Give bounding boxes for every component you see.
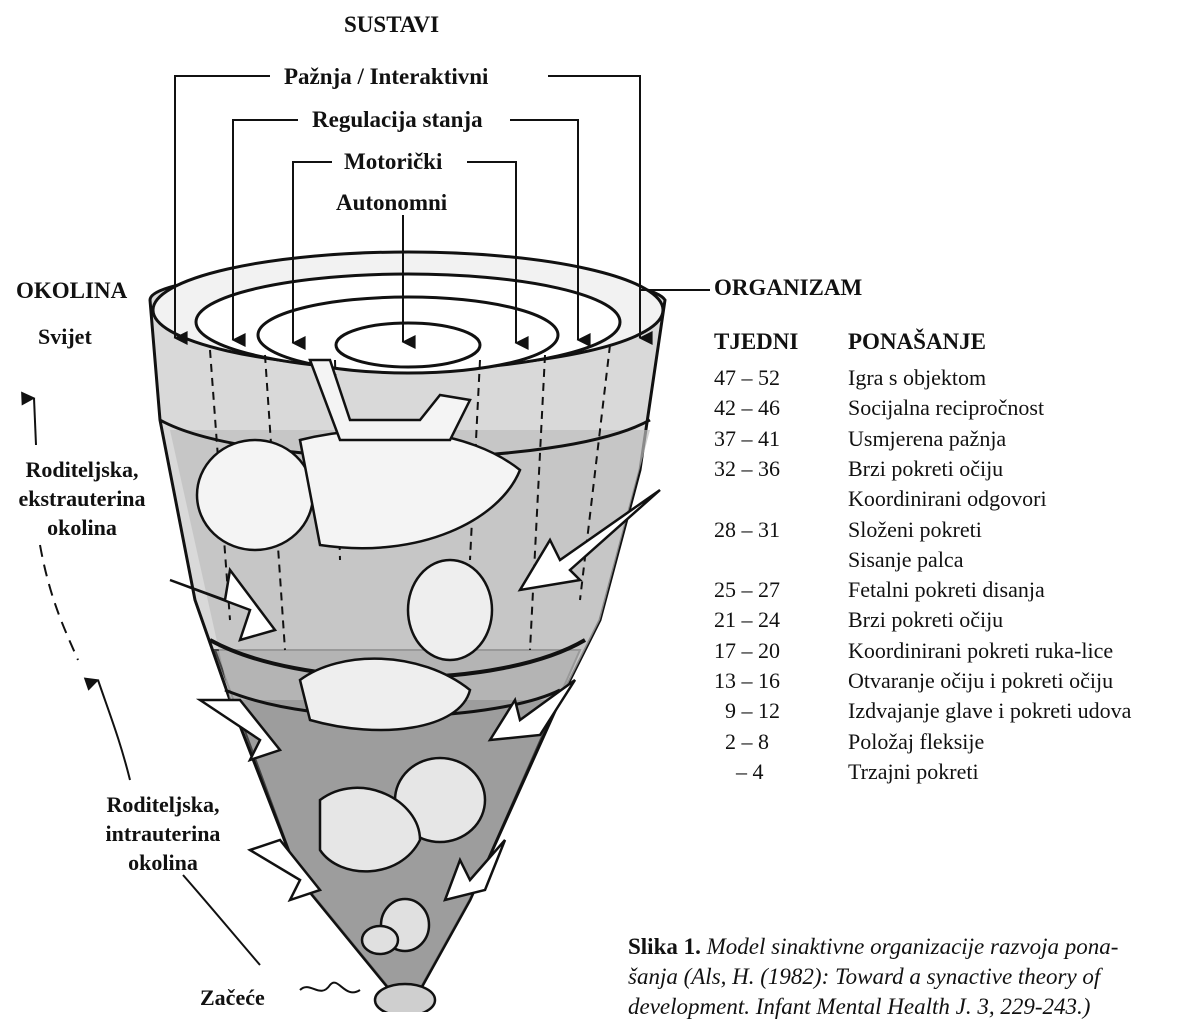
system-label-state-regulation: Regulacija stanja bbox=[312, 107, 483, 133]
behavior-cell: Usmjerena pažnja bbox=[848, 424, 1006, 454]
behavior-cell: Trzajni pokreti bbox=[848, 757, 979, 787]
intrauterine-line-2: intrauterina bbox=[94, 819, 232, 848]
extrauterine-line-2: ekstrauterina bbox=[8, 484, 156, 513]
table-row: Koordinirani odgovori bbox=[714, 484, 1047, 514]
conception-cell bbox=[375, 984, 435, 1012]
weeks-cell: 17 – 20 bbox=[714, 636, 848, 666]
system-label-attention: Pažnja / Interaktivni bbox=[284, 64, 488, 90]
intrauterine-label: Roditeljska, intrauterina okolina bbox=[94, 790, 232, 877]
intrauterine-line-1: Roditeljska, bbox=[94, 790, 232, 819]
behavior-cell: Fetalni pokreti disanja bbox=[848, 575, 1045, 605]
weeks-cell: 32 – 36 bbox=[714, 454, 848, 484]
behavior-cell: Koordinirani odgovori bbox=[848, 484, 1047, 514]
weeks-cell: 28 – 31 bbox=[714, 515, 848, 545]
behavior-cell: Položaj fleksije bbox=[848, 727, 984, 757]
weeks-cell: 47 – 52 bbox=[714, 363, 848, 393]
weeks-cell: 9 – 12 bbox=[714, 696, 848, 726]
weeks-cell: 37 – 41 bbox=[714, 424, 848, 454]
table-row: Sisanje palca bbox=[714, 545, 963, 575]
behavior-cell: Sisanje palca bbox=[848, 545, 963, 575]
weeks-column-header: TJEDNI bbox=[714, 329, 798, 355]
extrauterine-line-1: Roditeljska, bbox=[8, 455, 156, 484]
caption-text: Model sinaktivne organizacije razvoja po… bbox=[628, 934, 1118, 1019]
weeks-cell: 2 – 8 bbox=[714, 727, 848, 757]
behavior-cell: Izdvajanje glave i pokreti udova bbox=[848, 696, 1131, 726]
diagram-title: SUSTAVI bbox=[344, 12, 439, 38]
world-label: Svijet bbox=[38, 324, 92, 350]
behavior-column-header: PONAŠANJE bbox=[848, 329, 986, 355]
behavior-cell: Koordinirani pokreti ruka-lice bbox=[848, 636, 1113, 666]
system-label-autonomic: Autonomni bbox=[336, 190, 447, 216]
intrauterine-line-3: okolina bbox=[94, 848, 232, 877]
weeks-cell: – 4 bbox=[714, 757, 848, 787]
environment-heading: OKOLINA bbox=[16, 278, 127, 304]
weeks-cell: 21 – 24 bbox=[714, 605, 848, 635]
behavior-cell: Igra s objektom bbox=[848, 363, 986, 393]
behavior-cell: Socijalna recipročnost bbox=[848, 393, 1044, 423]
behavior-cell: Brzi pokreti očiju bbox=[848, 605, 1003, 635]
extrauterine-line-3: okolina bbox=[8, 513, 156, 542]
caption-label: Slika 1. bbox=[628, 934, 701, 959]
conception-label: Začeće bbox=[200, 985, 265, 1011]
sperm-squiggle bbox=[300, 983, 360, 993]
behavior-cell: Otvaranje očiju i pokreti očiju bbox=[848, 666, 1113, 696]
figure-caption: Slika 1. Model sinaktivne organizacije r… bbox=[628, 932, 1168, 1022]
extrauterine-label: Roditeljska, ekstrauterina okolina bbox=[8, 455, 156, 542]
system-label-motor: Motorički bbox=[344, 149, 442, 175]
weeks-cell: 42 – 46 bbox=[714, 393, 848, 423]
organism-heading: ORGANIZAM bbox=[714, 275, 862, 301]
weeks-cell: 13 – 16 bbox=[714, 666, 848, 696]
ring-inner bbox=[336, 323, 480, 367]
behavior-cell: Brzi pokreti očiju bbox=[848, 454, 1003, 484]
behavior-cell: Složeni pokreti bbox=[848, 515, 982, 545]
weeks-cell: 25 – 27 bbox=[714, 575, 848, 605]
